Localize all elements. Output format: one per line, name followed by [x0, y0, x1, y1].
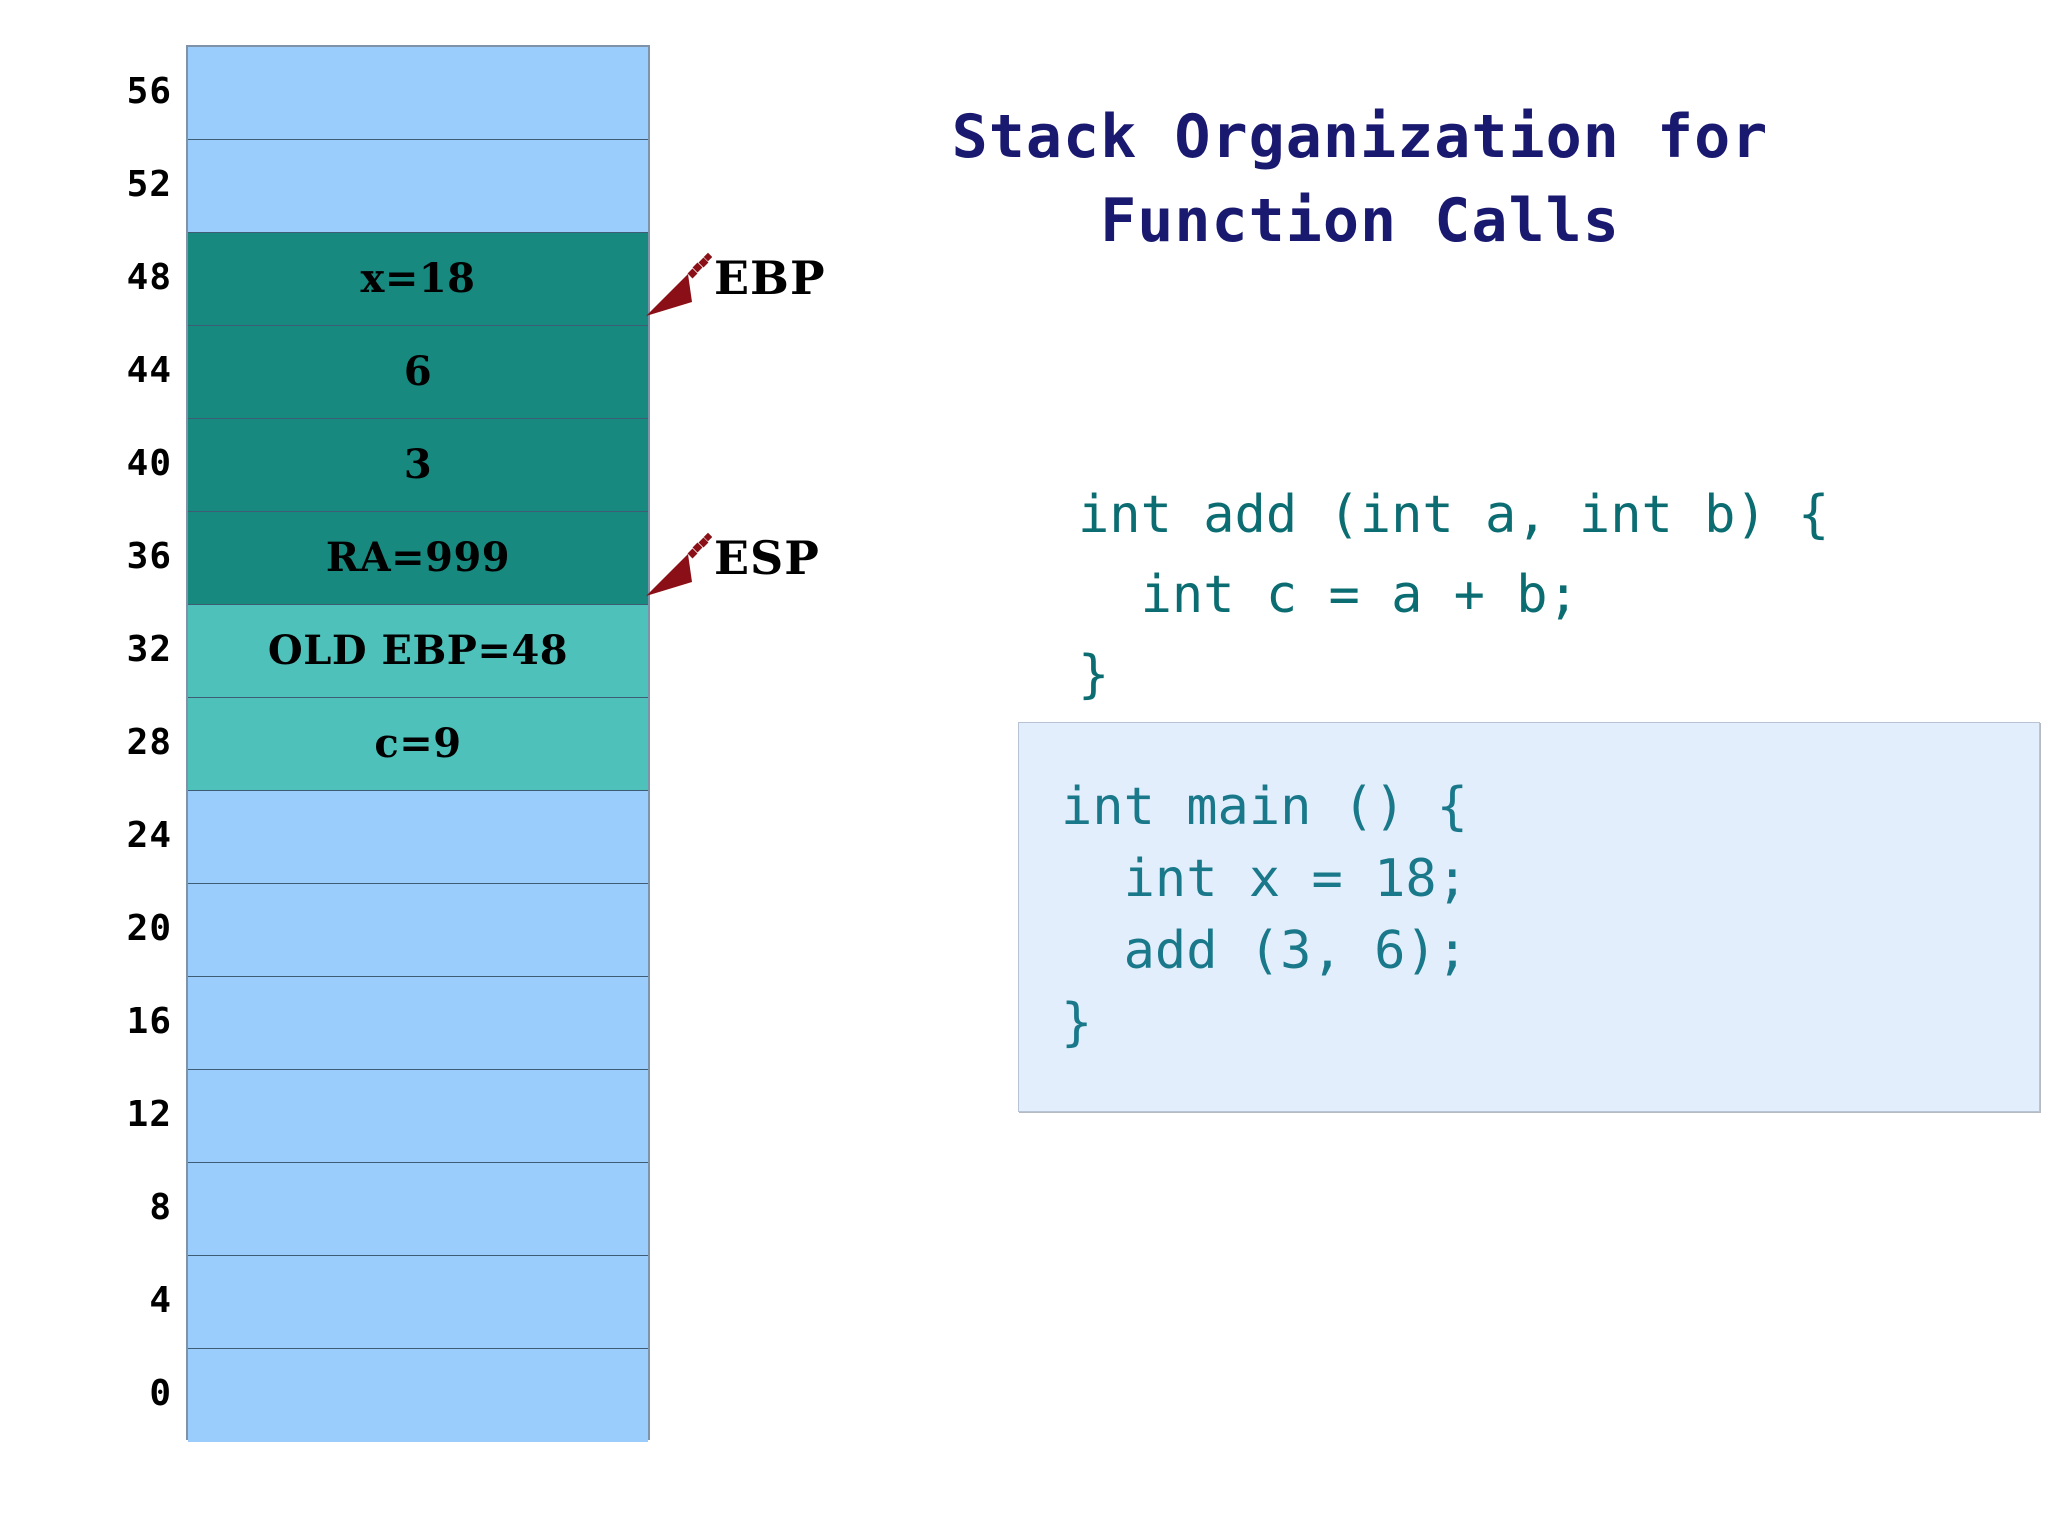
stack-address-label-56: 56 [126, 71, 172, 112]
stack-address-label-40: 40 [126, 443, 172, 484]
stack-address-label-0: 0 [149, 1373, 172, 1414]
ebp-arrow-icon [646, 252, 712, 316]
stack-cell-value: RA=999 [325, 534, 511, 581]
stack-address-label-48: 48 [126, 257, 172, 298]
esp-pointer-label: ESP [714, 531, 820, 585]
stack-cell-40: 3 [188, 419, 648, 512]
stack-address-label-28: 28 [126, 722, 172, 763]
stack-cell-56 [188, 47, 648, 140]
ebp-pointer-label: EBP [714, 251, 826, 305]
stack-cell-48: x=18 [188, 233, 648, 326]
stack-address-label-8: 8 [149, 1187, 172, 1228]
stack-cell-value: x=18 [360, 255, 476, 302]
stack-cell-value: OLD EBP=48 [267, 627, 569, 674]
stack-address-label-52: 52 [126, 164, 172, 205]
stack-cell-24 [188, 791, 648, 884]
slide-title: Stack Organization for Function Calls [951, 102, 1769, 256]
right-panel: Stack Organization for Function Calls in… [700, 0, 2048, 1535]
stack-address-label-44: 44 [126, 350, 172, 391]
stack-address-label-16: 16 [126, 1001, 172, 1042]
stack-cell-16 [188, 977, 648, 1070]
stack-address-label-4: 4 [149, 1280, 172, 1321]
stack-cell-0 [188, 1349, 648, 1442]
main-function-code: int main () { int x = 18; add (3, 6); } [1061, 777, 1468, 1053]
stack-cell-28: c=9 [188, 698, 648, 791]
stack-address-label-36: 36 [126, 536, 172, 577]
stack-cell-4 [188, 1256, 648, 1349]
esp-arrow-icon [646, 532, 712, 596]
main-function-code-box: int main () { int x = 18; add (3, 6); } [1018, 722, 2040, 1112]
stack-cell-value: c=9 [374, 720, 462, 767]
stack-cell-20 [188, 884, 648, 977]
stack-cell-44: 6 [188, 326, 648, 419]
stack-cell-value: 6 [403, 348, 433, 395]
stack-address-label-32: 32 [126, 629, 172, 670]
stack-cell-value: 3 [403, 441, 433, 488]
stack-address-label-24: 24 [126, 815, 172, 856]
stack-address-label-12: 12 [126, 1094, 172, 1135]
stack-cell-32: OLD EBP=48 [188, 605, 648, 698]
stack-cell-52 [188, 140, 648, 233]
stack-cell-8 [188, 1163, 648, 1256]
stack-cell-36: RA=999 [188, 512, 648, 605]
stack-address-label-20: 20 [126, 908, 172, 949]
add-function-code: int add (int a, int b) { int c = a + b; … [1078, 485, 1830, 705]
stack-cell-12 [188, 1070, 648, 1163]
